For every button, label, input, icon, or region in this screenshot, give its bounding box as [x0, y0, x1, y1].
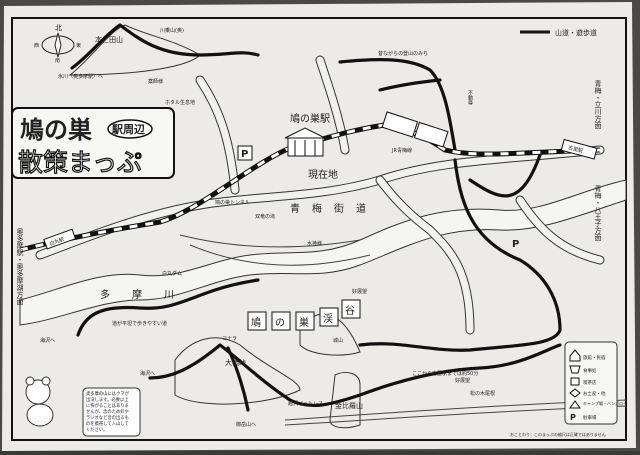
label-yakushi: 薬師様	[148, 78, 163, 85]
map-legend: 旅館・民宿 食事処 喫茶店 お土産・他 キャンプ場・バンガロー P 駐車場	[564, 341, 627, 425]
label-konara: コナラ	[222, 336, 237, 342]
label-to-mitake: 御岳山へ	[236, 421, 256, 428]
label-konpira: 金比羅山	[335, 401, 363, 410]
parking-icon: P	[570, 413, 576, 422]
label-fudo: 不動尊	[467, 90, 473, 106]
label-view-1: 好展望	[352, 288, 367, 295]
compass-east: 東	[76, 42, 81, 49]
disclaimer: おことわり：このまっぷの縮尺は正確ではありません	[510, 431, 606, 437]
bear-notice: 奥多摩の山にはクマが 出没します。必要以上 に怖がることはありま せんが、念のた…	[82, 387, 141, 437]
road-network	[35, 55, 627, 426]
svg-text:古里駅: 古里駅	[567, 144, 583, 155]
label-ome-tachikawa: 青梅・立川方面	[594, 79, 602, 130]
map-title: 鳩の巣 駅周辺 散策まっぷ	[11, 107, 175, 179]
bear-illustration-icon	[25, 376, 54, 427]
inn-icon	[569, 349, 581, 362]
label-flat-path: 道が平坦で歩きやすい道	[112, 320, 167, 327]
svg-text:喫茶店: 喫茶店	[583, 379, 597, 386]
camp-icon	[569, 400, 581, 409]
svg-text:お土産・他: お土産・他	[583, 390, 606, 397]
svg-text:旅館・民宿: 旅館・民宿	[583, 354, 606, 361]
hatonosu-station-building	[284, 127, 326, 157]
svg-text:巣: 巣	[299, 316, 309, 329]
label-ome-hachioji: 青梅・八王子方面	[594, 184, 602, 242]
konpira-mountain	[329, 372, 361, 429]
honnitayama-mountain	[68, 24, 201, 76]
label-to-kori: ここから古里駅までは約50分	[412, 370, 478, 377]
parking-marker: P	[237, 145, 253, 161]
kori-station-sign: 古里駅	[560, 138, 598, 160]
compass-west: 西	[34, 43, 39, 49]
label-hotaru: ホタル生息地	[165, 99, 195, 106]
label-honnitayama: 本仁田山	[95, 35, 123, 44]
map-frame	[11, 17, 627, 441]
svg-text:白丸駅: 白丸駅	[49, 236, 66, 248]
label-current-location: 現在地	[308, 168, 338, 181]
label-matsunoki: 松の木尾根	[470, 390, 495, 397]
label-to-umizawa-1: 海沢へ	[40, 337, 55, 344]
svg-text:ラジオなど音の出るも: ラジオなど音の出るも	[86, 414, 129, 421]
gorge-label: 鳩 の 巣 渓 谷	[247, 299, 361, 331]
title-sub: 散策まっぷ	[18, 148, 142, 177]
hiking-trails	[70, 23, 562, 412]
title-main: 鳩の巣	[20, 116, 93, 144]
label-mountain-path: 昔ながらの登山のみち	[378, 50, 428, 57]
svg-text:出没します。必要以上: 出没します。必要以上	[86, 396, 129, 403]
label-view-2: 好展望	[455, 377, 470, 384]
svg-text:せんが、念のため鈴や: せんが、念のため鈴や	[86, 408, 129, 415]
label-shiroyama: 城山	[333, 337, 343, 344]
cafe-icon	[570, 377, 580, 386]
label-tunnel: 鳩の巣トンネル	[215, 199, 250, 206]
label-station: 鳩の巣駅	[290, 112, 330, 125]
souvenir-icon	[569, 388, 581, 398]
label-kawanoriyama: 川乗山(奥)	[160, 27, 184, 34]
label-jr-line: JR青梅線	[391, 147, 412, 154]
label-ome-kaido: 青梅街道	[290, 202, 378, 215]
parking-marker: P	[512, 239, 519, 250]
svg-text:鳩: 鳩	[251, 316, 261, 329]
svg-text:ください。: ください。	[86, 426, 107, 433]
svg-text:のを携帯して入山して: のを携帯して入山して	[86, 420, 129, 427]
svg-text:の: の	[275, 318, 285, 329]
compass-north: 北	[55, 24, 62, 32]
tama-river	[19, 179, 627, 326]
onara-mountain	[174, 337, 301, 405]
compass-south: 南	[55, 57, 60, 64]
label-koshizawa: 越沢バットレス	[288, 400, 323, 407]
svg-text:P: P	[512, 239, 519, 250]
svg-text:駐車場: 駐車場	[583, 414, 597, 421]
label-to-umizawa-2: 海沢へ	[140, 370, 155, 377]
label-okutama-direction: 奥多摩駅・奥多摩湖方面	[16, 227, 24, 306]
svg-text:P: P	[241, 149, 248, 160]
svg-text:谷: 谷	[345, 305, 355, 317]
shiroyama-mountain	[299, 313, 361, 356]
svg-text:食事処: 食事処	[583, 367, 597, 374]
label-shiromaru-dam: 白丸ダム	[162, 270, 182, 277]
shiromaru-station-sign: 白丸駅	[43, 228, 77, 250]
svg-text:渓: 渓	[323, 313, 333, 325]
train-illustration	[381, 111, 449, 148]
label-souryu: 双竜の滝	[255, 213, 275, 220]
trail-legend-label: 山道・遊歩道	[555, 28, 597, 37]
svg-text:奥多摩の山にはクマが: 奥多摩の山にはクマが	[86, 390, 130, 397]
label-to-hikawa: 氷川（奥多摩駅）へ	[58, 73, 103, 80]
svg-text:に怖がることはありま: に怖がることはありま	[86, 402, 129, 409]
restaurant-icon	[569, 365, 581, 374]
label-onara: 大楢峠	[225, 358, 246, 367]
label-suijin: 水神様	[307, 240, 322, 247]
svg-text:キャンプ場・バンガロー: キャンプ場・バンガロー	[583, 400, 627, 406]
label-tamagawa: 多摩川	[100, 288, 196, 301]
compass: 北 南 東 西	[34, 24, 81, 64]
title-badge: 駅周辺	[111, 123, 145, 136]
